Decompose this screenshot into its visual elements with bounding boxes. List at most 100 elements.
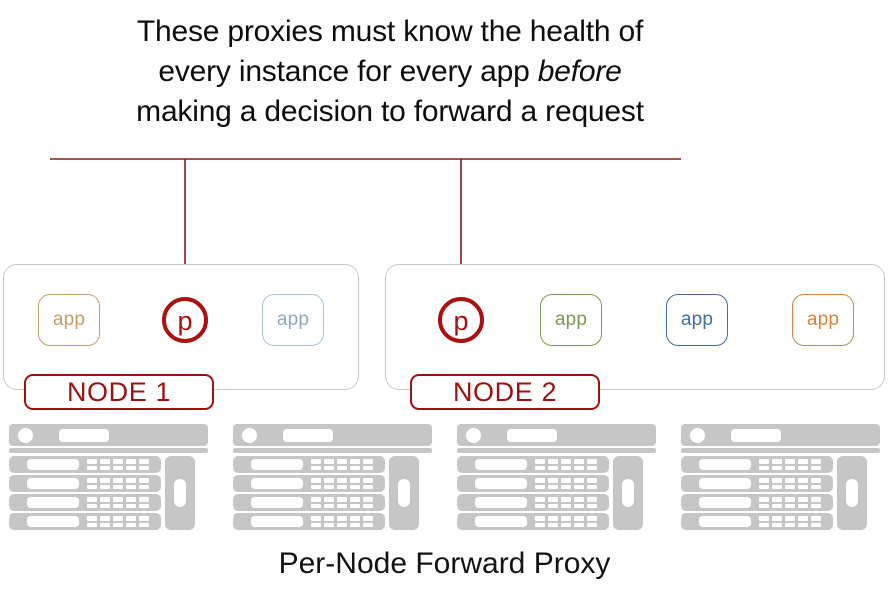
rack-side-module — [165, 456, 195, 530]
header-line-3: making a decision to forward a request — [136, 94, 644, 128]
node-label-2[interactable]: NODE 2 — [410, 374, 600, 410]
rack-side-slot — [622, 479, 634, 507]
rack-indicator-dots — [759, 516, 821, 527]
proxy-node-2[interactable]: p — [438, 297, 484, 343]
header-caption: These proxies must know the health of ev… — [40, 12, 740, 132]
rack-indicator-dots — [87, 459, 149, 470]
proxy-glyph: p — [453, 305, 469, 336]
bottom-caption: Per-Node Forward Proxy — [278, 547, 611, 580]
rack-drive-slot — [475, 497, 527, 508]
rack-drive-slot — [251, 497, 303, 508]
rack-drive-slot — [475, 516, 527, 527]
rack-side-slot — [398, 479, 410, 507]
rack-indicator-dots — [535, 497, 597, 508]
app-box-label: app — [52, 309, 86, 330]
rack-drive-bay — [233, 494, 385, 511]
header-line-2-text: every instance for every app — [158, 54, 538, 88]
rack-indicator-dots — [311, 478, 373, 489]
rack-indicator-dots — [535, 516, 597, 527]
rack-drive-bay — [681, 456, 833, 473]
rack-drive-bay — [9, 513, 161, 530]
app-box-node2-orange[interactable]: app — [792, 294, 854, 346]
server-rack-4 — [677, 424, 884, 534]
rack-drive-slot — [27, 478, 79, 489]
rack-divider-strip — [681, 448, 880, 453]
rack-side-module — [613, 456, 643, 530]
rack-drive-slot — [251, 516, 303, 527]
rack-side-module — [389, 456, 419, 530]
app-box-label: app — [806, 309, 840, 330]
rack-indicator-dots — [759, 497, 821, 508]
rack-drive-slot — [699, 497, 751, 508]
app-box-label: app — [680, 309, 714, 330]
rack-divider-strip — [9, 448, 208, 453]
rack-bezel-slot — [283, 429, 333, 442]
rack-drive-bay — [233, 475, 385, 492]
rack-drive-bay — [457, 513, 609, 530]
rack-indicator-dots — [759, 459, 821, 470]
rack-power-button-icon — [242, 428, 257, 443]
rack-bezel — [457, 424, 656, 446]
rack-power-button-icon — [466, 428, 481, 443]
rack-indicator-dots — [311, 497, 373, 508]
rack-drive-slot — [251, 459, 303, 470]
rack-drive-slot — [27, 497, 79, 508]
rack-drive-bay — [9, 475, 161, 492]
rack-drive-bay — [9, 494, 161, 511]
rack-bezel-slot — [507, 429, 557, 442]
app-box-label: app — [276, 309, 310, 330]
rack-power-button-icon — [18, 428, 33, 443]
rack-indicator-dots — [87, 497, 149, 508]
rack-indicator-dots — [535, 478, 597, 489]
rack-indicator-dots — [311, 459, 373, 470]
rack-drive-slot — [475, 478, 527, 489]
rack-drive-slot — [475, 459, 527, 470]
rack-drive-bay — [233, 456, 385, 473]
rack-indicator-dots — [311, 516, 373, 527]
rack-drive-bay — [9, 456, 161, 473]
rack-drive-slot — [251, 478, 303, 489]
app-box-node1-light-blue[interactable]: app — [262, 294, 324, 346]
node-label-1[interactable]: NODE 1 — [24, 374, 214, 410]
rack-drive-slot — [27, 459, 79, 470]
rack-bezel — [681, 424, 880, 446]
server-rack-2 — [229, 424, 436, 534]
app-box-label: app — [554, 309, 588, 330]
rack-drive-bay — [681, 513, 833, 530]
rack-bezel — [233, 424, 432, 446]
rack-drive-bay — [457, 494, 609, 511]
rack-drive-bay — [457, 456, 609, 473]
header-line-2: every instance for every app before — [40, 52, 740, 92]
rack-drive-bay — [681, 475, 833, 492]
proxy-glyph: p — [177, 305, 193, 336]
app-box-node1-tan[interactable]: app — [38, 294, 100, 346]
server-rack-3 — [453, 424, 660, 534]
rack-power-button-icon — [690, 428, 705, 443]
proxy-node-1[interactable]: p — [162, 297, 208, 343]
rack-side-module — [837, 456, 867, 530]
rack-indicator-dots — [87, 516, 149, 527]
header-line-1: These proxies must know the health of — [136, 15, 644, 48]
rack-drive-bay — [233, 513, 385, 530]
rack-divider-strip — [457, 448, 656, 453]
rack-drive-slot — [699, 459, 751, 470]
rack-drive-slot — [699, 478, 751, 489]
rack-side-slot — [846, 479, 858, 507]
app-box-node2-green[interactable]: app — [540, 294, 602, 346]
rack-drive-slot — [699, 516, 751, 527]
rack-bezel — [9, 424, 208, 446]
header-line-2-emphasis: before — [537, 54, 622, 88]
rack-drive-bay — [457, 475, 609, 492]
rack-bezel-slot — [731, 429, 781, 442]
rack-drive-bay — [681, 494, 833, 511]
rack-drive-slot — [27, 516, 79, 527]
app-box-node2-blue[interactable]: app — [666, 294, 728, 346]
rack-indicator-dots — [759, 478, 821, 489]
server-rack-1 — [5, 424, 212, 534]
node-label-text: NODE 2 — [452, 376, 558, 407]
rack-side-slot — [174, 479, 186, 507]
rack-bezel-slot — [59, 429, 109, 442]
rack-indicator-dots — [87, 478, 149, 489]
rack-indicator-dots — [535, 459, 597, 470]
node-label-text: NODE 1 — [66, 376, 172, 407]
